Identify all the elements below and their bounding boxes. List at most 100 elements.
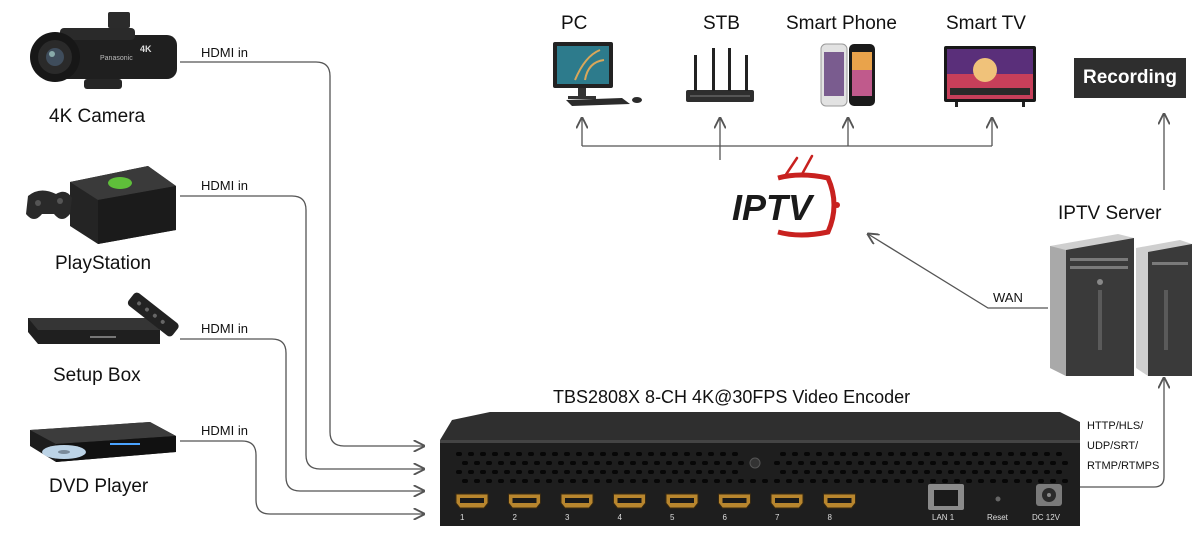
vent-hole bbox=[534, 479, 540, 483]
vent-hole bbox=[576, 470, 582, 474]
vent-hole bbox=[720, 452, 726, 456]
vent-hole bbox=[786, 461, 792, 465]
vent-hole bbox=[486, 479, 492, 483]
smart-tv-icon bbox=[944, 46, 1036, 107]
vent-hole bbox=[486, 461, 492, 465]
vent-hole bbox=[900, 470, 906, 474]
vent-hole bbox=[966, 479, 972, 483]
vent-hole bbox=[954, 461, 960, 465]
encoder-title: TBS2808X 8-CH 4K@30FPS Video Encoder bbox=[553, 387, 911, 407]
hdmi-line-dvd bbox=[180, 440, 424, 514]
vent-hole bbox=[606, 461, 612, 465]
vent-hole bbox=[912, 470, 918, 474]
vent-hole bbox=[498, 461, 504, 465]
vent-hole bbox=[654, 461, 660, 465]
vent-hole bbox=[834, 479, 840, 483]
vent-hole bbox=[510, 479, 516, 483]
vent-hole bbox=[996, 452, 1002, 456]
hdmi-label-setup-box: HDMI in bbox=[201, 321, 248, 336]
vent-hole bbox=[546, 479, 552, 483]
vent-hole bbox=[1032, 470, 1038, 474]
hdmi-port-slot bbox=[460, 498, 484, 503]
vent-hole bbox=[456, 452, 462, 456]
vent-hole bbox=[876, 470, 882, 474]
vent-hole bbox=[624, 470, 630, 474]
vent-hole bbox=[624, 452, 630, 456]
vent-hole bbox=[774, 479, 780, 483]
vent-hole bbox=[492, 470, 498, 474]
vent-hole bbox=[918, 461, 924, 465]
hdmi-port-label: 6 bbox=[723, 513, 728, 522]
hdmi-label-playstation: HDMI in bbox=[201, 178, 248, 193]
vent-hole bbox=[636, 470, 642, 474]
vent-hole bbox=[600, 452, 606, 456]
vent-hole bbox=[468, 452, 474, 456]
smartphone-icon bbox=[820, 43, 875, 107]
vent-hole bbox=[888, 470, 894, 474]
vent-hole bbox=[666, 461, 672, 465]
hdmi-port-label: 5 bbox=[670, 513, 675, 522]
vent-hole bbox=[1026, 461, 1032, 465]
vent-hole bbox=[618, 461, 624, 465]
vent-hole bbox=[1008, 470, 1014, 474]
vent-hole bbox=[858, 461, 864, 465]
vent-hole bbox=[882, 479, 888, 483]
vent-hole bbox=[870, 479, 876, 483]
vent-hole bbox=[714, 479, 720, 483]
protocol-line: UDP/SRT/ bbox=[1087, 440, 1139, 452]
power-label: DC 12V bbox=[1032, 513, 1061, 522]
vent-hole bbox=[552, 470, 558, 474]
vent-hole bbox=[696, 470, 702, 474]
vent-hole bbox=[654, 479, 660, 483]
vent-hole bbox=[864, 452, 870, 456]
vent-hole bbox=[918, 479, 924, 483]
vent-hole bbox=[522, 461, 528, 465]
vent-hole bbox=[564, 470, 570, 474]
vent-hole bbox=[738, 461, 744, 465]
vent-hole bbox=[642, 461, 648, 465]
vent-hole bbox=[852, 470, 858, 474]
vent-hole bbox=[708, 452, 714, 456]
vent-hole bbox=[900, 452, 906, 456]
hdmi-connectors bbox=[180, 61, 424, 514]
vent-hole bbox=[894, 479, 900, 483]
vent-holes bbox=[456, 452, 1068, 483]
vent-hole bbox=[618, 479, 624, 483]
vent-hole bbox=[774, 461, 780, 465]
game-console-icon bbox=[26, 166, 176, 244]
vent-hole bbox=[720, 470, 726, 474]
vent-hole bbox=[984, 452, 990, 456]
vent-hole bbox=[666, 479, 672, 483]
vent-hole bbox=[690, 461, 696, 465]
vent-hole bbox=[714, 461, 720, 465]
vent-hole bbox=[906, 479, 912, 483]
vent-hole bbox=[456, 470, 462, 474]
vent-hole bbox=[696, 452, 702, 456]
hdmi-line-camera bbox=[180, 61, 424, 446]
vent-hole bbox=[792, 452, 798, 456]
vent-hole bbox=[972, 470, 978, 474]
vent-hole bbox=[660, 452, 666, 456]
vent-hole bbox=[978, 461, 984, 465]
reset-label: Reset bbox=[987, 513, 1009, 522]
vent-hole bbox=[576, 452, 582, 456]
vent-hole bbox=[648, 452, 654, 456]
vent-hole bbox=[858, 479, 864, 483]
vent-hole bbox=[822, 479, 828, 483]
source-label-setup-box: Setup Box bbox=[53, 365, 141, 386]
hdmi-label-dvd: HDMI in bbox=[201, 423, 248, 438]
vent-hole bbox=[702, 461, 708, 465]
hdmi-port-slot bbox=[512, 498, 537, 503]
vent-hole bbox=[978, 479, 984, 483]
vent-hole bbox=[1002, 479, 1008, 483]
vent-hole bbox=[600, 470, 606, 474]
server-label: IPTV Server bbox=[1058, 203, 1162, 224]
vent-hole bbox=[702, 479, 708, 483]
vent-hole bbox=[936, 452, 942, 456]
vent-hole bbox=[954, 479, 960, 483]
vent-hole bbox=[636, 452, 642, 456]
hdmi-port-slot bbox=[722, 498, 747, 503]
vent-hole bbox=[936, 470, 942, 474]
vent-hole bbox=[588, 452, 594, 456]
